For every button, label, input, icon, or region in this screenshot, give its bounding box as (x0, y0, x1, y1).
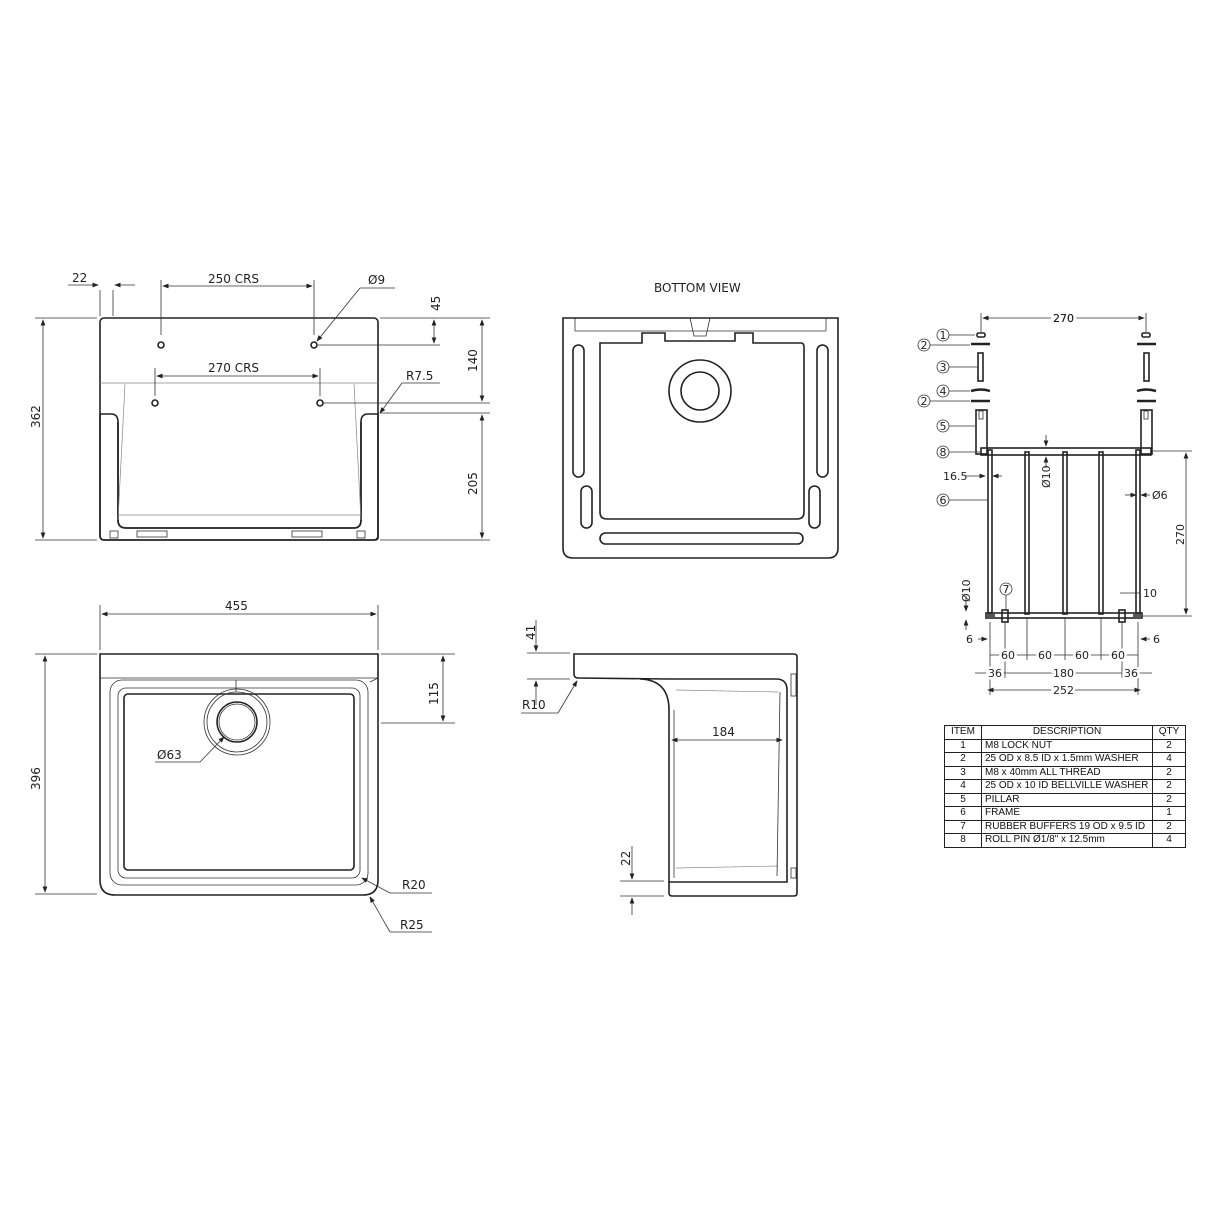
svg-text:4: 4 (940, 385, 947, 398)
dim-22: 22 (619, 851, 633, 866)
frame-rods (987, 449, 1141, 615)
dim-60: 60 (1038, 649, 1052, 662)
rubber-buffer (1118, 609, 1126, 623)
dim-140: 140 (466, 349, 480, 372)
top-outline (99, 653, 379, 896)
bottom-waste-inner (680, 371, 720, 411)
top-view: 455 396 115 Ø63 R20 R25 (29, 599, 455, 933)
dim-16-5: 16.5 (943, 470, 968, 483)
dim-dia-10-top: Ø10 (1040, 465, 1053, 488)
frame-bottom-bar (985, 612, 1143, 619)
dim-10-tab: 10 (1143, 587, 1157, 600)
tap-hole (316, 399, 324, 407)
bom-header-description: DESCRIPTION (981, 725, 1153, 740)
bottom-basin-outline (599, 332, 805, 520)
tap-hole (151, 399, 159, 407)
rubber-buffer (1001, 609, 1009, 623)
dim-dia-10-bottom: Ø10 (960, 579, 973, 602)
bottom-waste-outer (668, 359, 732, 423)
item-balloons: 1 2 3 4 2 5 8 6 7 (917, 328, 1013, 610)
front-outline (99, 317, 379, 541)
bottom-outline (562, 317, 839, 559)
dim-r7-5: R7.5 (406, 369, 433, 383)
dim-362: 362 (29, 405, 43, 428)
basin-rim (109, 679, 369, 886)
dim-250-crs: 250 CRS (208, 272, 259, 286)
dim-60: 60 (1111, 649, 1125, 662)
basin-inner (123, 693, 355, 871)
dim-270-top: 270 (1053, 312, 1074, 325)
svg-text:8: 8 (940, 446, 947, 459)
dim-45: 45 (429, 296, 443, 311)
front-section-view: 22 250 CRS 270 CRS Ø9 45 140 205 362 R7.… (29, 271, 490, 541)
svg-text:270: 270 (1053, 312, 1074, 325)
slot (599, 532, 804, 545)
frame-top-bar (980, 447, 1152, 456)
dim-180: 180 (1053, 667, 1074, 680)
svg-text:3: 3 (940, 361, 947, 374)
frame-assembly-view: 1 2 3 4 2 5 8 6 7 270 270 16.5 (917, 309, 1192, 700)
dim-60: 60 (1075, 649, 1089, 662)
waste-outer (203, 688, 271, 756)
dim-455: 455 (225, 599, 248, 613)
svg-text:2: 2 (921, 395, 928, 408)
dim-r25: R25 (400, 918, 424, 932)
svg-text:5: 5 (940, 420, 947, 433)
dim-205: 205 (466, 472, 480, 495)
side-section-hatch (573, 653, 798, 897)
dim-dia-6: Ø6 (1152, 489, 1168, 502)
slot (580, 485, 593, 529)
dim-r20: R20 (402, 878, 426, 892)
pillar-stack-right (1136, 332, 1157, 455)
slot (572, 344, 585, 478)
dim-hole-dia: Ø9 (368, 273, 385, 287)
dim-r10: R10 (522, 698, 546, 712)
front-wall-section (99, 413, 379, 541)
tap-hole (157, 341, 165, 349)
dim-6-right: 6 (1153, 633, 1160, 646)
bom-header-row: ITEM DESCRIPTION QTY (944, 725, 1186, 740)
bottom-view: BOTTOM VIEW (562, 281, 839, 559)
pillar-stack-left (970, 332, 991, 455)
dim-waste-dia: Ø63 (157, 748, 182, 762)
bom-header-qty: QTY (1152, 725, 1186, 740)
dim-115: 115 (427, 682, 441, 705)
dim-252: 252 (1053, 684, 1074, 697)
dim-41: 41 (524, 625, 538, 640)
dim-60: 60 (1001, 649, 1015, 662)
side-section-view: 41 R10 184 22 (521, 620, 798, 915)
dim-270-crs: 270 CRS (208, 361, 259, 375)
waste-inner (216, 701, 258, 743)
slot (808, 485, 821, 529)
dim-36-left: 36 (988, 667, 1002, 680)
tap-hole (310, 341, 318, 349)
bom-header-item: ITEM (944, 725, 982, 740)
svg-text:1: 1 (940, 329, 947, 342)
svg-text:6: 6 (940, 494, 947, 507)
dim-184: 184 (712, 725, 735, 739)
svg-text:2: 2 (921, 339, 928, 352)
bottom-view-title: BOTTOM VIEW (654, 281, 741, 295)
dim-36-right: 36 (1124, 667, 1138, 680)
dim-wall: 22 (72, 271, 87, 285)
dim-270-height: 270 (1174, 524, 1187, 545)
dim-6-left: 6 (966, 633, 973, 646)
dim-396: 396 (29, 767, 43, 790)
slot (816, 344, 829, 478)
svg-text:7: 7 (1003, 583, 1010, 596)
